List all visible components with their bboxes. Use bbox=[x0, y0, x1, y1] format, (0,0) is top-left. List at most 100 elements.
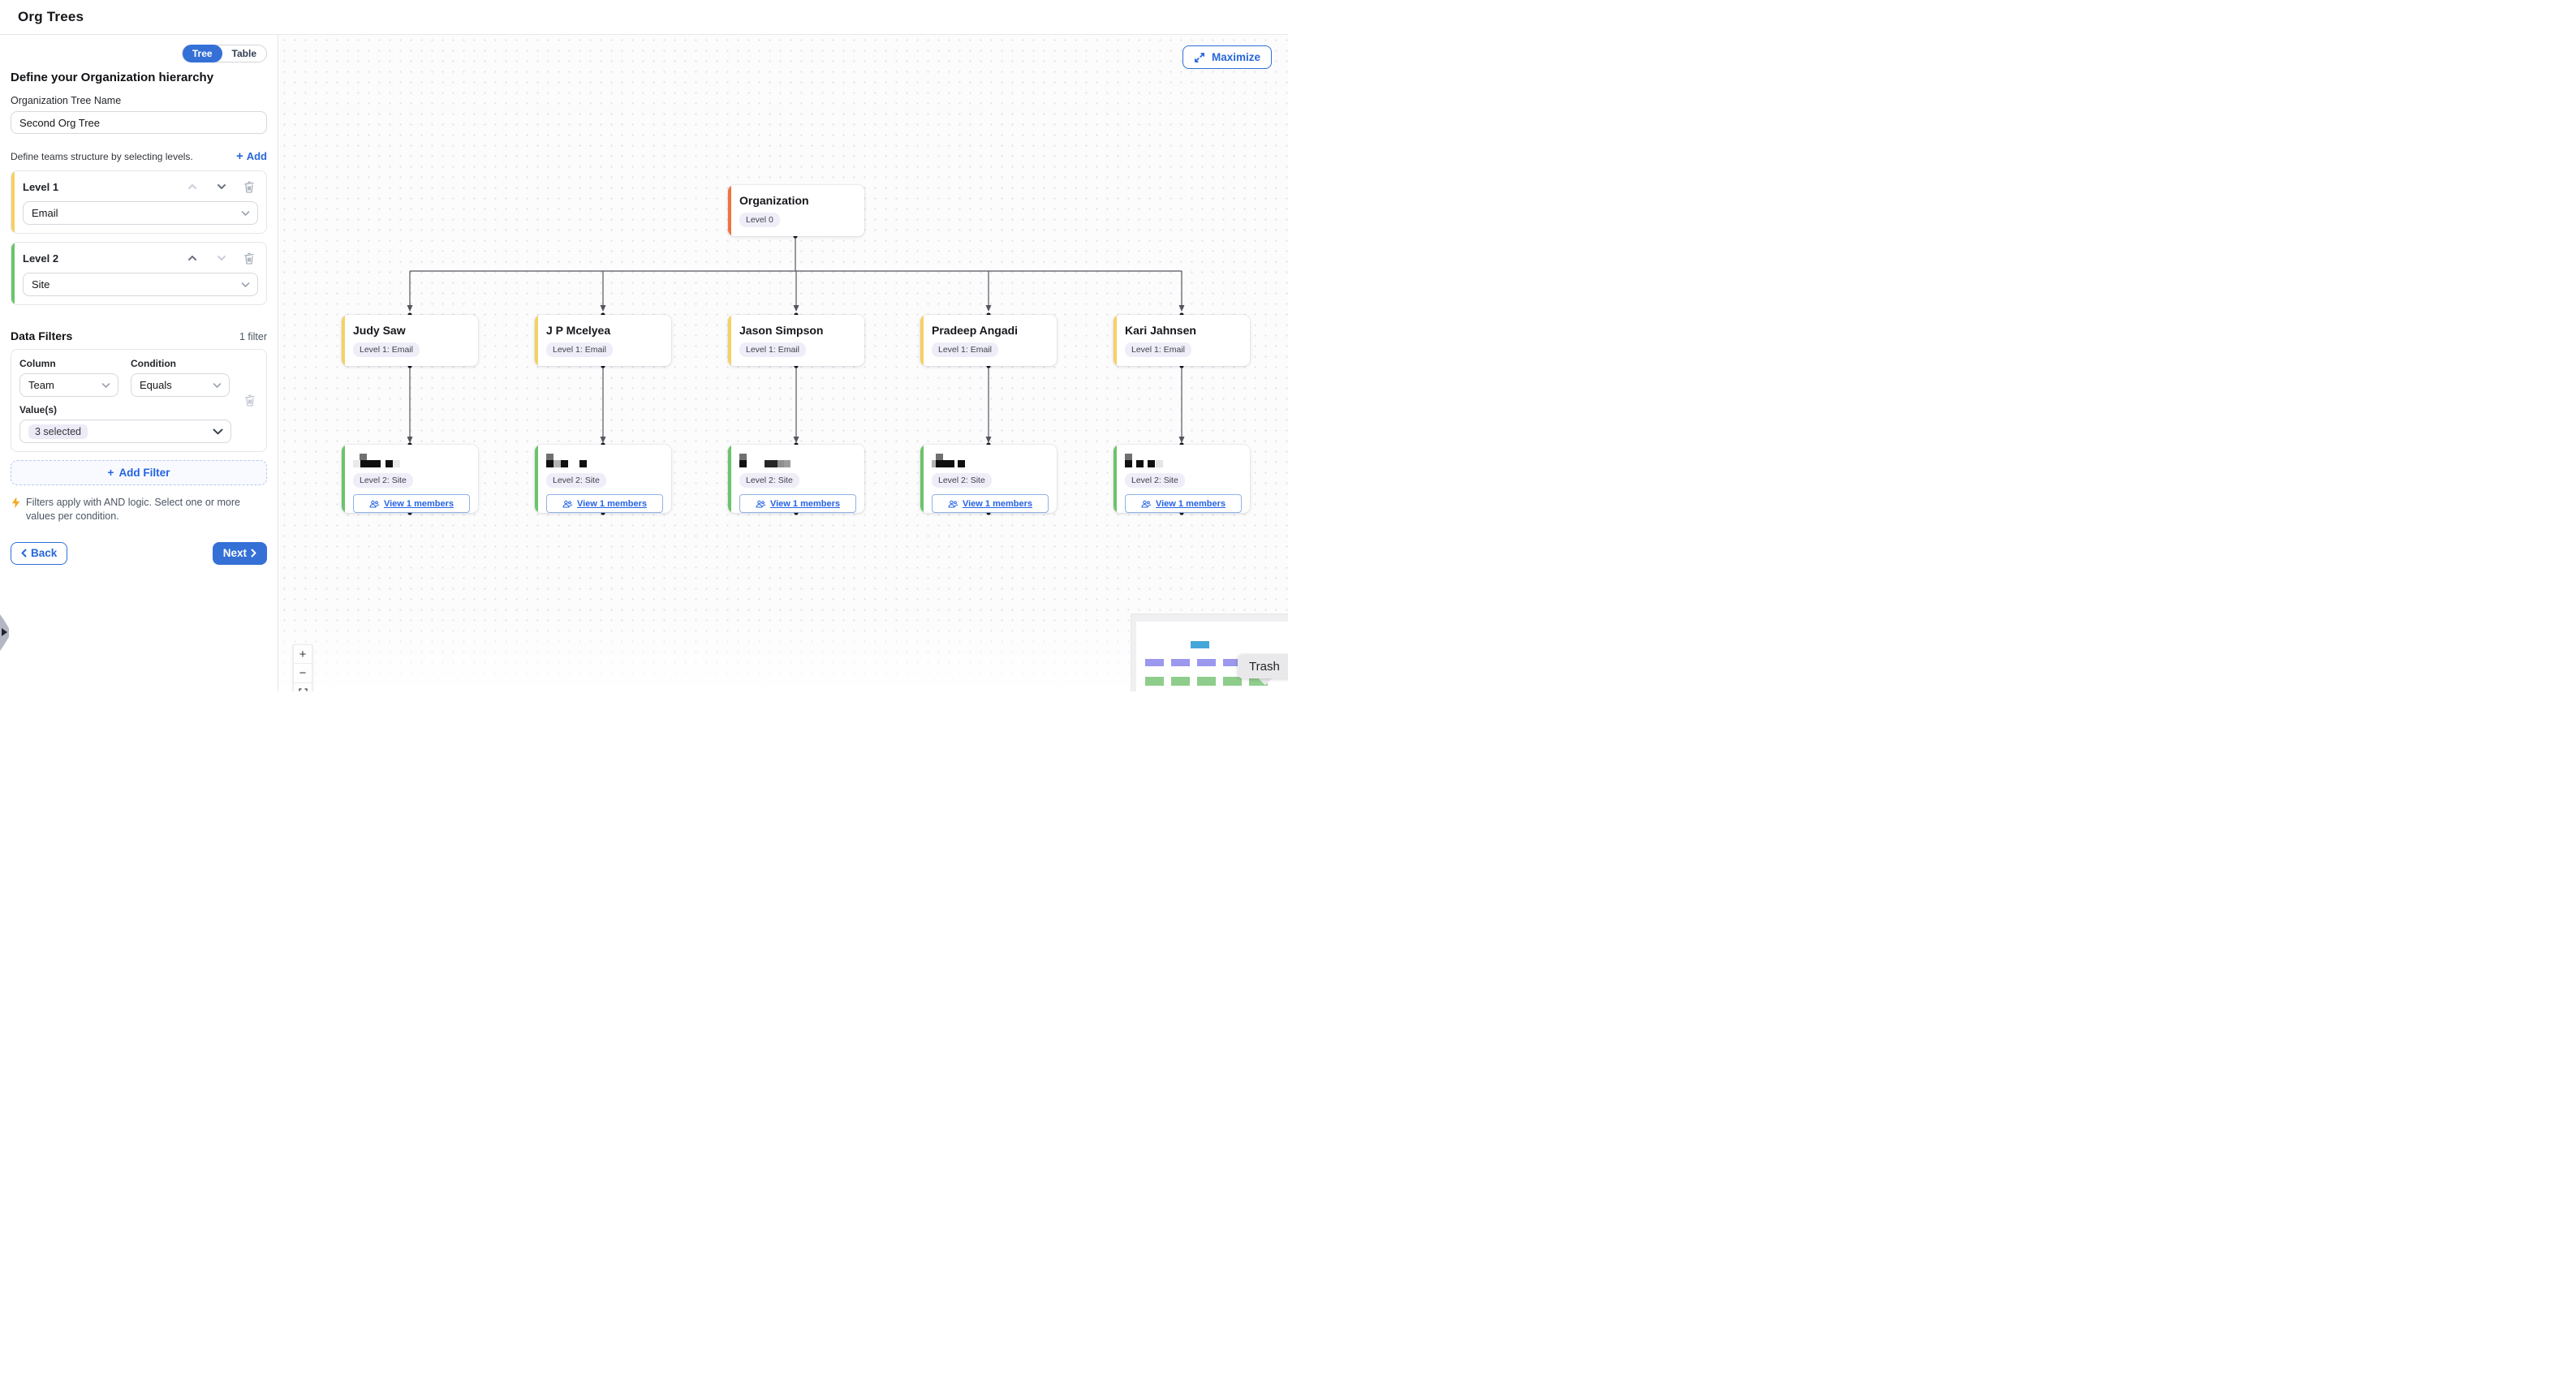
members-icon bbox=[369, 500, 380, 507]
add-level-button[interactable]: + Add bbox=[235, 149, 267, 163]
level-badge: Level 1: Email bbox=[546, 342, 613, 357]
node-accent-bar bbox=[920, 315, 924, 366]
delete-level-icon[interactable] bbox=[240, 179, 258, 194]
level-badge: Level 2: Site bbox=[546, 473, 606, 488]
condition-select[interactable]: Equals bbox=[131, 373, 230, 397]
delete-filter-icon[interactable] bbox=[241, 393, 259, 407]
zoom-out-button[interactable]: − bbox=[293, 664, 312, 683]
view-members-button[interactable]: View 1 members bbox=[739, 494, 856, 513]
level-2-label: Level 2 bbox=[23, 252, 59, 265]
maximize-button[interactable]: Maximize bbox=[1182, 45, 1273, 69]
level-badge: Level 0 bbox=[739, 213, 780, 227]
node-accent-bar bbox=[342, 315, 345, 366]
selected-count-chip: 3 selected bbox=[28, 424, 88, 439]
level-badge: Level 1: Email bbox=[1125, 342, 1191, 357]
trash-tooltip: Trash bbox=[1238, 654, 1288, 686]
delete-level-icon[interactable] bbox=[240, 251, 258, 265]
chevron-right-icon bbox=[251, 549, 256, 558]
fit-view-icon bbox=[298, 688, 308, 691]
redacted-node-title bbox=[932, 454, 1037, 467]
column-label: Column bbox=[19, 358, 56, 369]
fit-view-button[interactable] bbox=[293, 683, 312, 691]
level-2-field-select[interactable]: Site bbox=[23, 273, 258, 296]
org-trees-page: Org Trees Tree Table Define your Organiz… bbox=[0, 0, 1288, 691]
move-up-icon[interactable] bbox=[183, 179, 201, 194]
level-2-accent-bar bbox=[11, 243, 15, 304]
members-icon bbox=[756, 500, 766, 507]
tree-name-input[interactable] bbox=[11, 111, 267, 134]
tree-node-level2[interactable]: Level 2: Site View 1 members bbox=[728, 445, 864, 513]
level-1-label: Level 1 bbox=[23, 180, 59, 193]
page-title: Org Trees bbox=[18, 9, 84, 24]
tree-node-level1[interactable]: Jason Simpson Level 1: Email bbox=[728, 315, 864, 366]
condition-label: Condition bbox=[131, 358, 176, 369]
level-1-accent-bar bbox=[11, 171, 15, 233]
back-button[interactable]: Back bbox=[11, 541, 68, 565]
filters-note: Filters apply with AND logic. Select one… bbox=[11, 496, 267, 523]
node-accent-bar bbox=[535, 315, 538, 366]
level-badge: Level 2: Site bbox=[932, 473, 992, 488]
redacted-node-title bbox=[353, 454, 459, 467]
move-down-icon[interactable] bbox=[213, 179, 230, 194]
tree-node-level1[interactable]: Kari Jahnsen Level 1: Email bbox=[1114, 315, 1250, 366]
members-icon bbox=[1141, 500, 1152, 507]
view-members-button[interactable]: View 1 members bbox=[546, 494, 663, 513]
redacted-node-title bbox=[739, 454, 845, 467]
move-up-icon[interactable] bbox=[183, 251, 201, 265]
zoom-in-button[interactable]: + bbox=[293, 644, 312, 664]
node-accent-bar bbox=[535, 445, 538, 513]
redacted-node-title bbox=[546, 454, 652, 467]
move-down-icon[interactable] bbox=[213, 251, 230, 265]
column-select[interactable]: Team bbox=[19, 373, 118, 397]
node-accent-bar bbox=[342, 445, 345, 513]
view-members-button[interactable]: View 1 members bbox=[1125, 494, 1242, 513]
values-select[interactable]: 3 selected bbox=[19, 420, 231, 443]
app-header: Org Trees bbox=[0, 0, 1288, 35]
levels-hint: Define teams structure by selecting leve… bbox=[11, 150, 193, 162]
view-members-button[interactable]: View 1 members bbox=[932, 494, 1049, 513]
tree-node-level2[interactable]: Level 2: Site View 1 members bbox=[535, 445, 671, 513]
node-accent-bar bbox=[728, 445, 731, 513]
node-accent-bar bbox=[728, 315, 731, 366]
next-button[interactable]: Next bbox=[212, 541, 267, 565]
view-toggle: Tree Table bbox=[181, 45, 267, 62]
tree-node-level1[interactable]: Judy Saw Level 1: Email bbox=[342, 315, 478, 366]
sidebar-heading: Define your Organization hierarchy bbox=[11, 71, 214, 84]
hierarchy-sidebar: Tree Table Define your Organization hier… bbox=[0, 35, 278, 691]
level-badge: Level 1: Email bbox=[353, 342, 420, 357]
view-members-button[interactable]: View 1 members bbox=[353, 494, 470, 513]
toggle-tree[interactable]: Tree bbox=[182, 45, 222, 62]
node-accent-bar bbox=[728, 185, 731, 236]
expand-drawer-handle[interactable] bbox=[0, 614, 9, 651]
redacted-node-title bbox=[1125, 454, 1230, 467]
tree-node-level2[interactable]: Level 2: Site View 1 members bbox=[1114, 445, 1250, 513]
tree-node-level2[interactable]: Level 2: Site View 1 members bbox=[342, 445, 478, 513]
chevron-down-icon bbox=[213, 382, 222, 388]
toggle-table[interactable]: Table bbox=[231, 48, 256, 59]
chevron-down-icon bbox=[101, 382, 110, 388]
values-label: Value(s) bbox=[19, 404, 58, 415]
level-badge: Level 1: Email bbox=[739, 342, 806, 357]
level-badge: Level 1: Email bbox=[932, 342, 998, 357]
level-1-field-select[interactable]: Email bbox=[23, 201, 258, 225]
zoom-controls: + − bbox=[293, 644, 312, 691]
level-badge: Level 2: Site bbox=[353, 473, 413, 488]
plus-icon: + bbox=[107, 467, 114, 479]
expand-icon bbox=[1194, 52, 1205, 62]
level-badge: Level 2: Site bbox=[1125, 473, 1185, 488]
tree-node-level1[interactable]: Pradeep Angadi Level 1: Email bbox=[920, 315, 1057, 366]
filter-count: 1 filter bbox=[239, 331, 267, 342]
filter-card: Column Team Condition Equals bbox=[11, 349, 267, 452]
tree-node-level1[interactable]: J P Mcelyea Level 1: Email bbox=[535, 315, 671, 366]
tree-node-level2[interactable]: Level 2: Site View 1 members bbox=[920, 445, 1057, 513]
level-card-1: Level 1 Email bbox=[11, 170, 267, 234]
tree-name-label: Organization Tree Name bbox=[11, 95, 122, 106]
members-icon bbox=[562, 500, 573, 507]
chevron-down-icon bbox=[241, 210, 250, 216]
tree-node-root[interactable]: Organization Level 0 bbox=[728, 185, 864, 236]
plus-icon: + bbox=[235, 149, 243, 163]
level-badge: Level 2: Site bbox=[739, 473, 799, 488]
add-filter-button[interactable]: + Add Filter bbox=[11, 460, 267, 485]
org-chart-canvas[interactable]: Organization Level 0 Judy Saw Level 1: E… bbox=[279, 35, 1288, 691]
chevron-left-icon bbox=[21, 549, 27, 558]
